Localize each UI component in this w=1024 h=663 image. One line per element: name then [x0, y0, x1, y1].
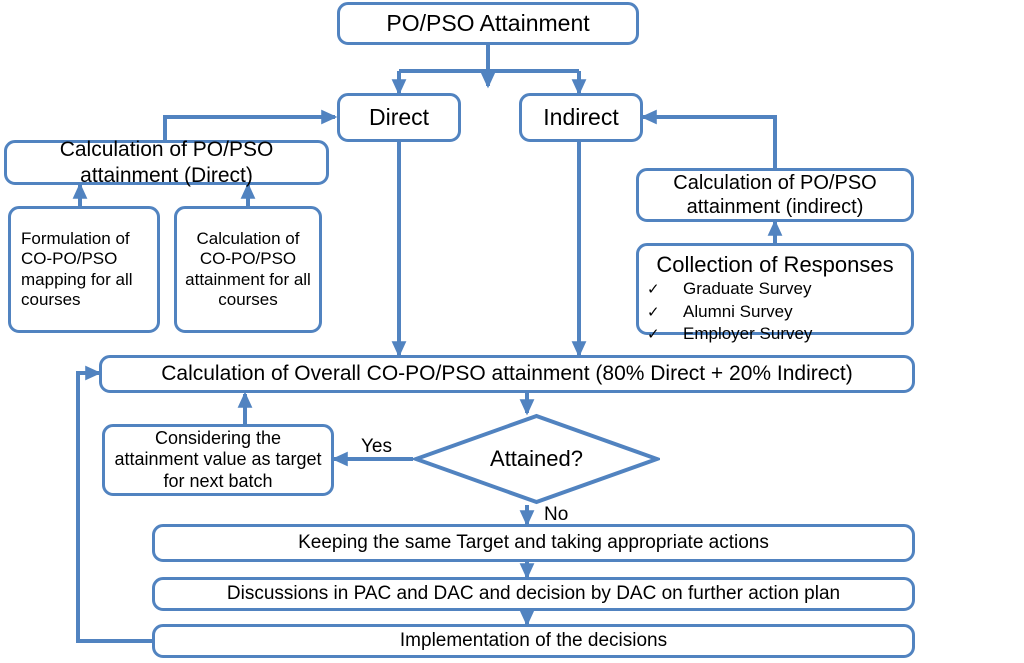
node-discussions-pac-dac[interactable]: Discussions in PAC and DAC and decision …	[152, 577, 915, 611]
edge-calcindirect-indirect	[640, 109, 777, 168]
responses-list: ✓ Graduate Survey ✓ Alumni Survey ✓ Empl…	[639, 278, 911, 345]
node-collection-of-responses[interactable]: Collection of Responses ✓ Graduate Surve…	[636, 243, 914, 343]
responses-item-label: Graduate Survey	[683, 279, 812, 299]
node-collection-of-responses-title: Collection of Responses	[656, 252, 894, 277]
list-item: ✓ Employer Survey	[647, 323, 911, 345]
node-decision-attained-label: Attained?	[490, 446, 583, 471]
node-root-label: PO/PSO Attainment	[386, 9, 590, 36]
node-implementation[interactable]: Implementation of the decisions	[152, 624, 915, 658]
check-icon: ✓	[647, 281, 660, 299]
responses-item-label: Alumni Survey	[683, 301, 793, 321]
node-indirect[interactable]: Indirect	[519, 93, 643, 142]
node-root[interactable]: PO/PSO Attainment	[337, 2, 639, 45]
responses-item-label: Employer Survey	[683, 324, 813, 344]
node-keeping-target[interactable]: Keeping the same Target and taking appro…	[152, 524, 915, 562]
node-keeping-target-label: Keeping the same Target and taking appro…	[298, 531, 769, 553]
diamond-shape	[410, 413, 663, 505]
node-decision-attained[interactable]: Attained?	[410, 413, 663, 505]
node-direct[interactable]: Direct	[337, 93, 461, 142]
node-formulation-mapping[interactable]: Formulation of CO-PO/PSO mapping for all…	[8, 206, 160, 333]
node-calculation-indirect[interactable]: Calculation of PO/PSO attainment (indire…	[636, 168, 914, 222]
check-icon: ✓	[647, 326, 660, 344]
edge-label-no: No	[544, 504, 569, 525]
node-calculation-direct[interactable]: Calculation of PO/PSO attainment (Direct…	[4, 138, 329, 187]
node-indirect-label: Indirect	[543, 103, 619, 130]
node-calculation-direct-label: Calculation of PO/PSO attainment (Direct…	[59, 138, 274, 187]
node-considering-target[interactable]: Considering the attainment value as targ…	[102, 424, 334, 496]
node-calculation-indirect-label: Calculation of PO/PSO attainment (indire…	[673, 172, 877, 218]
node-direct-label: Direct	[368, 103, 430, 130]
list-item: ✓ Alumni Survey	[647, 301, 911, 323]
list-item: ✓ Graduate Survey	[647, 278, 911, 300]
node-overall-attainment-label: Calculation of Overall CO-PO/PSO attainm…	[161, 362, 853, 386]
node-considering-target-label: Considering the attainment value as targ…	[114, 427, 322, 491]
node-implementation-label: Implementation of the decisions	[399, 629, 668, 651]
edge-implementation-overall-feedback	[76, 365, 152, 643]
node-calculation-co-attainment[interactable]: Calculation of CO-PO/PSO attainment for …	[174, 206, 322, 333]
edge-label-yes: Yes	[361, 436, 392, 457]
node-discussions-pac-dac-label: Discussions in PAC and DAC and decision …	[226, 582, 841, 604]
node-overall-attainment[interactable]: Calculation of Overall CO-PO/PSO attainm…	[99, 355, 915, 393]
node-calculation-co-attainment-label: Calculation of CO-PO/PSO attainment for …	[185, 228, 311, 309]
node-formulation-mapping-label: Formulation of CO-PO/PSO mapping for all…	[21, 228, 133, 309]
check-icon: ✓	[647, 303, 660, 321]
